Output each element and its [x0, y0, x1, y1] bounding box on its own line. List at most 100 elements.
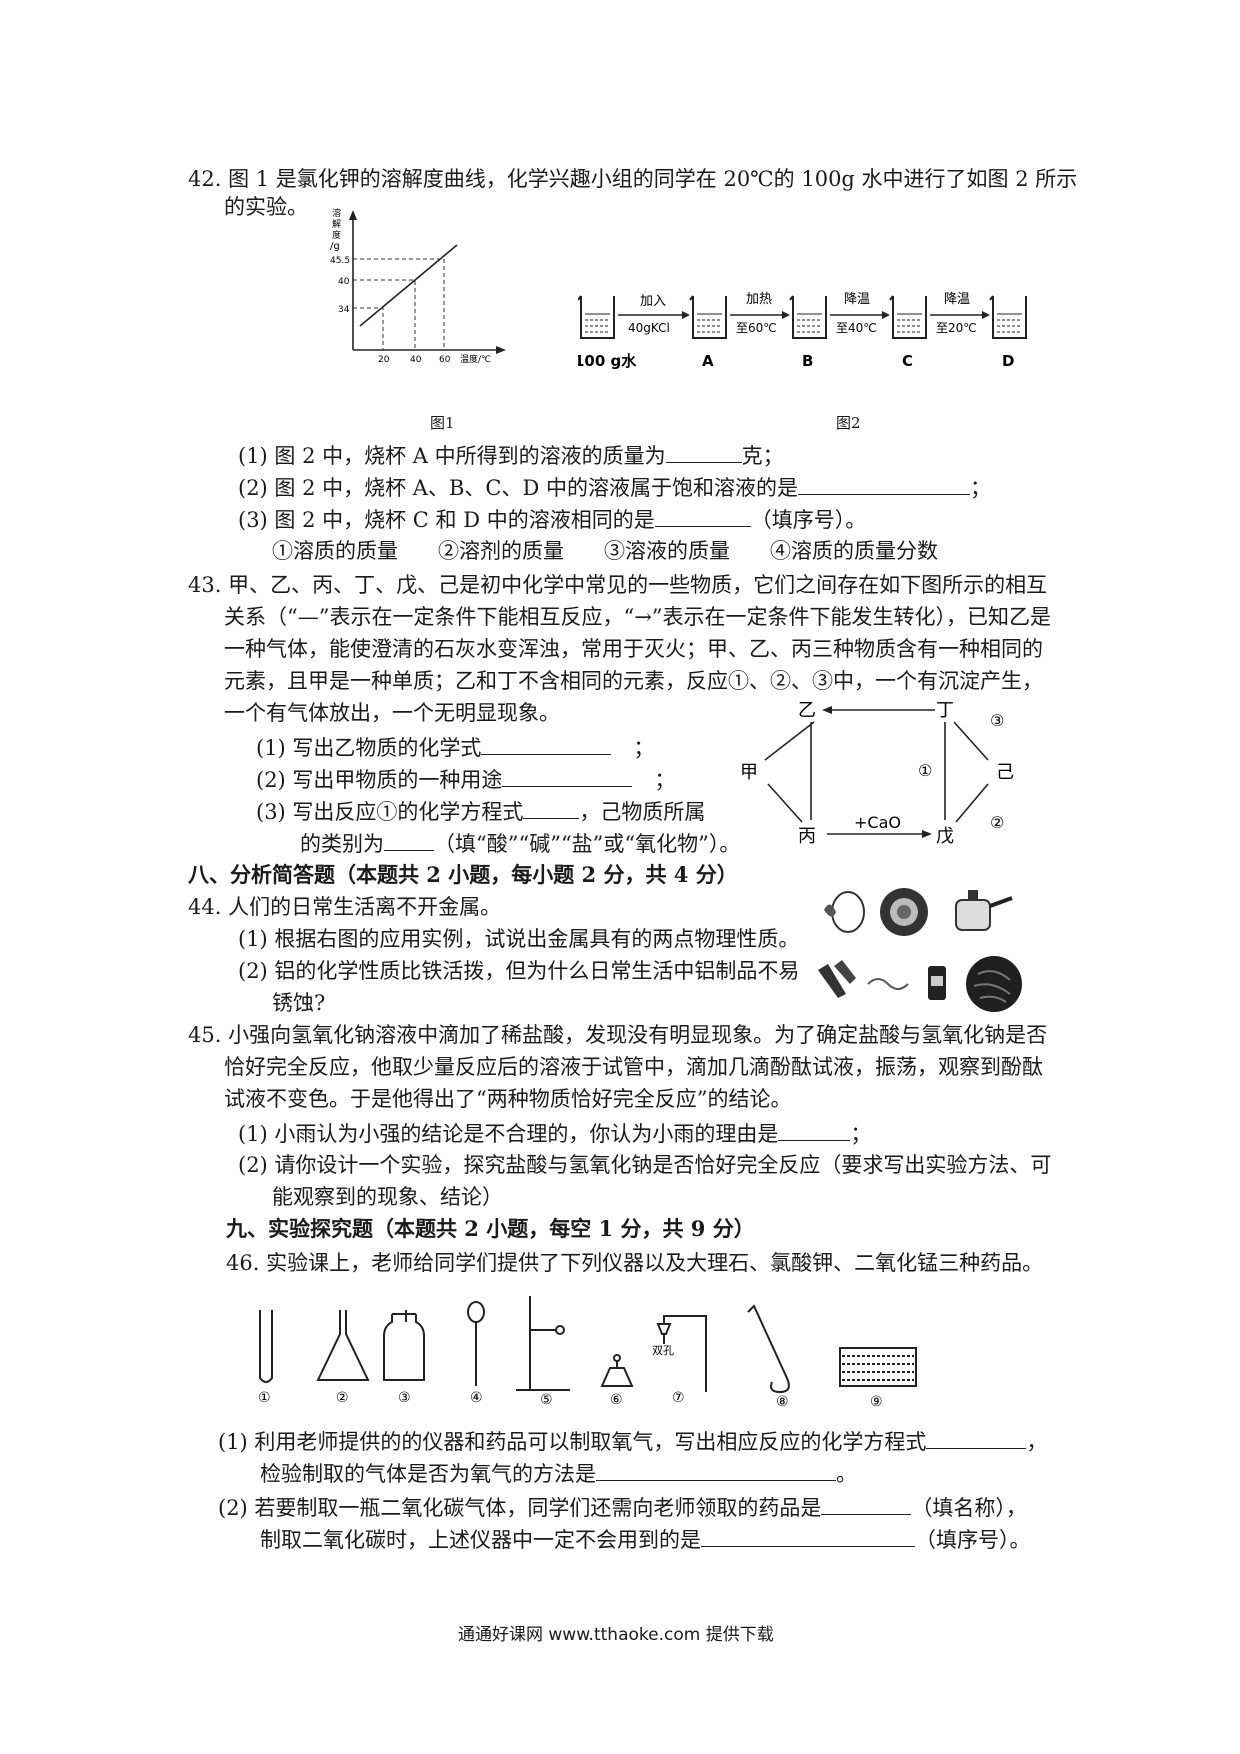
q45-sub-1-text: (1) 小雨认为小强的结论是不合理的，你认为小雨的理由是	[238, 1122, 779, 1146]
q42-line-1: 42. 图 1 是氯化钾的溶解度曲线，化学兴趣小组的同学在 20℃的 100g …	[188, 167, 1078, 191]
q45-sub-1-end: ；	[850, 1122, 872, 1146]
q43-sub-2: (2) 写出甲物质的一种用途；	[256, 766, 675, 793]
test-tube-icon	[259, 1310, 273, 1383]
q42-sub-2: (2) 图 2 中，烧杯 A、B、C、D 中的溶液属于饱和溶液的是；	[238, 474, 991, 501]
water-trough-icon	[839, 1347, 917, 1387]
arrow-2-bottom: 至60℃	[736, 321, 777, 335]
alcohol-lamp-icon	[600, 1354, 634, 1387]
answer-blank[interactable]	[502, 766, 633, 787]
apparatus-num-6: ⑥	[610, 1392, 623, 1408]
q45-line-3: 试液不变色。于是他得出了“两种物质恰好完全反应”的结论。	[224, 1087, 792, 1111]
q46-sub-2b-text: 制取二氧化碳时，上述仪器中一定不会用到的是	[260, 1528, 701, 1552]
answer-blank[interactable]	[926, 1428, 1027, 1449]
q45-line-2: 恰好完全反应，他取少量反应后的溶液于试管中，滴加几滴酚酞试液，振荡，观察到酚酞	[224, 1055, 1043, 1079]
q43-sub-3b-end: （填“酸”“碱”“盐”或“氧化物”）。	[434, 832, 741, 856]
reaction-2-label: ②	[990, 813, 1004, 832]
answer-blank[interactable]	[798, 474, 970, 495]
y-axis-label-2: 解	[332, 218, 341, 230]
apparatus-num-1: ①	[258, 1390, 271, 1406]
answer-blank[interactable]	[701, 1526, 915, 1547]
label-water: 100 g水	[578, 352, 637, 370]
reaction-3-label: ③	[990, 711, 1004, 730]
q46-sub-1a-end: ，	[1026, 1430, 1048, 1454]
q46-sub-1b: 检验制取的气体是否为氧气的方法是。	[260, 1460, 857, 1487]
q46-sub-1a-text: (1) 利用老师提供的的仪器和药品可以制取氧气，写出相应反应的化学方程式	[218, 1430, 927, 1454]
apparatus-num-3: ③	[398, 1390, 411, 1406]
answer-blank[interactable]	[384, 830, 434, 851]
cao-label: +CaO	[854, 813, 901, 832]
q45-sub-2b: 能观察到的现象、结论）	[272, 1185, 503, 1209]
label-a: A	[702, 352, 714, 370]
x-tick-20: 20	[378, 355, 390, 365]
page-footer: 通通好课网 www.tthaoke.com 提供下载	[458, 1625, 774, 1645]
arrow-4-top: 降温	[944, 292, 970, 307]
q45-sub-1: (1) 小雨认为小强的结论是不合理的，你认为小雨的理由是 ；	[238, 1120, 871, 1147]
apparatus-num-8: ⑧	[776, 1394, 789, 1408]
beaker-c	[889, 295, 927, 339]
delivery-tube-icon	[747, 1304, 790, 1394]
answer-blank[interactable]	[654, 506, 751, 527]
q43-sub-3a-end: ，己物质所属	[579, 800, 706, 824]
y-axis-label-3: 度	[332, 229, 341, 241]
arrow-1-bottom: 40gKCl	[628, 321, 670, 335]
label-c: C	[902, 352, 913, 370]
reaction-1-label: ①	[918, 761, 932, 780]
q46-sub-2a-end: （填名称），	[911, 1496, 1027, 1520]
q44-sub-2a: (2) 铝的化学性质比铁活拨，但为什么日常生活中铝制品不易	[238, 959, 800, 983]
arrow-1-top: 加入	[640, 294, 666, 309]
q42-line-2: 的实验。	[224, 195, 308, 219]
q42-sub-3-end: （填序号）。	[750, 508, 867, 532]
answer-blank[interactable]	[596, 1460, 836, 1481]
figure-2-caption: 图2	[836, 414, 861, 432]
q43-sub-2-text: (2) 写出甲物质的一种用途	[256, 768, 503, 792]
can-photo	[928, 966, 946, 1000]
q43-line-3: 一种气体，能使澄清的石灰水变浑浊，常用于灭火；甲、乙、丙三种物质含有一种相同的	[224, 637, 1043, 661]
solubility-curve-figure: 溶 解 度 /g 45.5 40 34 20 40 60 温度/℃	[330, 207, 506, 365]
answer-blank[interactable]	[523, 798, 580, 819]
q46-sub-2a-text: (2) 若要制取一瓶二氧化碳气体，同学们还需向老师领取的药品是	[218, 1496, 822, 1520]
node-ji: 己	[996, 762, 1014, 783]
apparatus-num-4: ④	[470, 1390, 483, 1406]
q46-sub-2a: (2) 若要制取一瓶二氧化碳气体，同学们还需向老师领取的药品是 （填名称），	[218, 1494, 1027, 1521]
iron-stand-icon	[516, 1296, 570, 1391]
q44-sub-2b: 锈蚀?	[272, 991, 326, 1015]
q46-sub-1b-text: 检验制取的气体是否为氧气的方法是	[260, 1462, 596, 1486]
q43-sub-3b-text: 的类别为	[300, 832, 384, 856]
figure-1-caption: 图1	[430, 414, 455, 432]
q43-sub-3a-text: (3) 写出反应①的化学方程式	[256, 800, 524, 824]
pressure-cooker-photo	[955, 890, 1013, 931]
q42-sub-1-end: 克；	[741, 444, 784, 468]
q44-sub-1: (1) 根据右图的应用实例，试说出金属具有的两点物理性质。	[238, 927, 800, 951]
q44-line-1: 44. 人们的日常生活离不开金属。	[188, 895, 502, 919]
q45-sub-2a: (2) 请你设计一个实验，探究盐酸与氢氧化钠是否恰好完全反应（要求写出实验方法、…	[238, 1153, 1052, 1177]
q46-line-1: 46. 实验课上，老师给同学们提供了下列仪器以及大理石、氯酸钾、二氧化锰三种药品…	[226, 1251, 1044, 1275]
answer-blank[interactable]	[665, 442, 742, 463]
answer-blank[interactable]	[821, 1494, 912, 1515]
option-2: ②溶剂的质量	[438, 539, 564, 563]
q43-line-1: 43. 甲、乙、丙、丁、戊、己是初中化学中常见的一些物质，它们之间存在如下图所示…	[188, 573, 1048, 597]
q45-line-1: 45. 小强向氢氧化钠溶液中滴加了稀盐酸，发现没有明显现象。为了确定盐酸与氢氧化…	[188, 1023, 1048, 1047]
y-tick-34: 34	[338, 305, 350, 315]
beaker-a	[689, 295, 727, 339]
q43-sub-1-text: (1) 写出乙物质的化学式	[256, 736, 482, 760]
q43-sub-3a: (3) 写出反应①的化学方程式 ，己物质所属	[256, 798, 705, 825]
x-tick-40: 40	[410, 355, 422, 365]
stopper-tube-icon	[656, 1315, 707, 1392]
q46-sub-1a: (1) 利用老师提供的的仪器和药品可以制取氧气，写出相应反应的化学方程式 ，	[218, 1428, 1047, 1455]
q42-sub-2-text: (2) 图 2 中，烧杯 A、B、C、D 中的溶液属于饱和溶液的是	[238, 476, 798, 500]
apparatus-num-9: ⑨	[870, 1394, 883, 1408]
x-tick-60: 60	[439, 355, 451, 365]
apparatus-num-5: ⑤	[540, 1392, 553, 1408]
answer-blank[interactable]	[481, 734, 612, 755]
label-d: D	[1002, 352, 1014, 370]
q43-line-2: 关系（“—”表示在一定条件下能相互反应，“→”表示在一定条件下能发生转化），已知…	[224, 605, 1052, 629]
conical-flask-icon	[316, 1310, 370, 1381]
section-9-heading: 九、实验探究题（本题共 2 小题，每空 1 分，共 9 分）	[226, 1216, 755, 1241]
answer-blank[interactable]	[778, 1120, 851, 1141]
x-axis-label: 温度/℃	[460, 353, 491, 365]
node-jia: 甲	[740, 762, 758, 783]
node-ding: 丁	[936, 700, 954, 721]
double-hole-label: 双孔	[652, 1344, 674, 1357]
q46-sub-2b: 制取二氧化碳时，上述仪器中一定不会用到的是（填序号）。	[260, 1526, 1031, 1553]
